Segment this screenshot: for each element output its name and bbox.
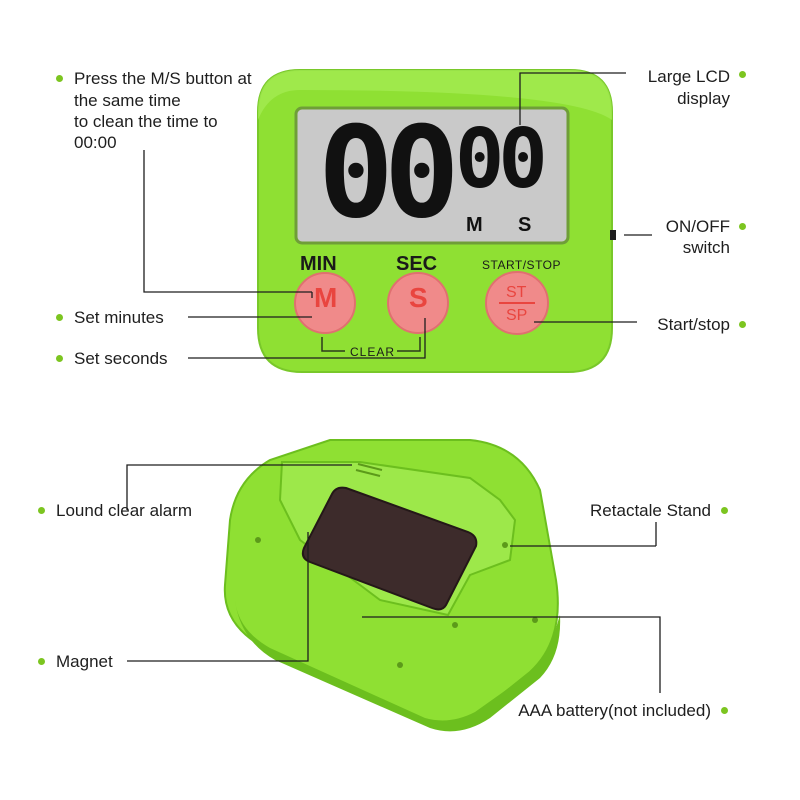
callout-onoff-line2: switch: [682, 238, 730, 257]
press-ms-line2: the same time: [74, 91, 181, 110]
bullet-dot-icon: [721, 507, 728, 514]
bullet-dot-icon: [56, 355, 63, 362]
bullet-dot-icon: [739, 223, 746, 230]
lcd-display: [294, 106, 570, 245]
callout-battery: AAA battery(not included): [518, 701, 711, 720]
lcd-minutes: 00: [318, 99, 460, 246]
timer-back-image: [223, 439, 561, 732]
press-ms-line3: to clean the time to: [74, 112, 218, 131]
clear-caption: CLEAR: [350, 345, 396, 359]
timer-front-image: [257, 69, 616, 373]
bullet-dot-icon: [56, 314, 63, 321]
bullet-dot-icon: [56, 75, 63, 82]
start-stop-button[interactable]: [485, 271, 549, 335]
btn-st-text: ST: [506, 284, 527, 301]
leader-lines: [126, 72, 661, 693]
press-ms-line4: 00:00: [74, 133, 117, 152]
bullet-dot-icon: [739, 71, 746, 78]
magnet: [301, 486, 478, 611]
callout-alarm: Lound clear alarm: [56, 501, 193, 520]
bullet-dot-icon: [38, 507, 45, 514]
bullet-dot-icon: [739, 321, 746, 328]
sec-caption: SEC: [396, 253, 438, 275]
callout-set-minutes: Set minutes: [74, 308, 164, 327]
btn-sp-text: SP: [506, 307, 528, 324]
callout-start-stop: Start/stop: [657, 315, 730, 334]
lcd-seconds: 00: [455, 112, 548, 207]
callout-lcd-line2: display: [677, 89, 730, 108]
callout-onoff-line1: ON/OFF: [665, 217, 730, 236]
min-caption: MIN: [300, 253, 337, 275]
callout-lcd-line1: Large LCD: [647, 67, 730, 86]
onoff-switch[interactable]: [610, 230, 616, 240]
bullet-dot-icon: [721, 707, 728, 714]
startstop-caption: START/STOP: [482, 258, 562, 272]
btn-m-text: M: [314, 282, 338, 313]
press-ms-line1: Press the M/S button at: [74, 69, 252, 88]
lcd-unit-m: M: [466, 214, 483, 236]
min-button[interactable]: [294, 272, 356, 334]
callout-magnet: Magnet: [56, 652, 113, 671]
sec-button[interactable]: [387, 272, 449, 334]
bullet-dot-icon: [38, 658, 45, 665]
callout-set-seconds: Set seconds: [74, 349, 168, 368]
callout-stand: Retactale Stand: [590, 501, 711, 520]
lcd-unit-s: S: [518, 214, 532, 236]
btn-s-text: S: [409, 282, 428, 313]
